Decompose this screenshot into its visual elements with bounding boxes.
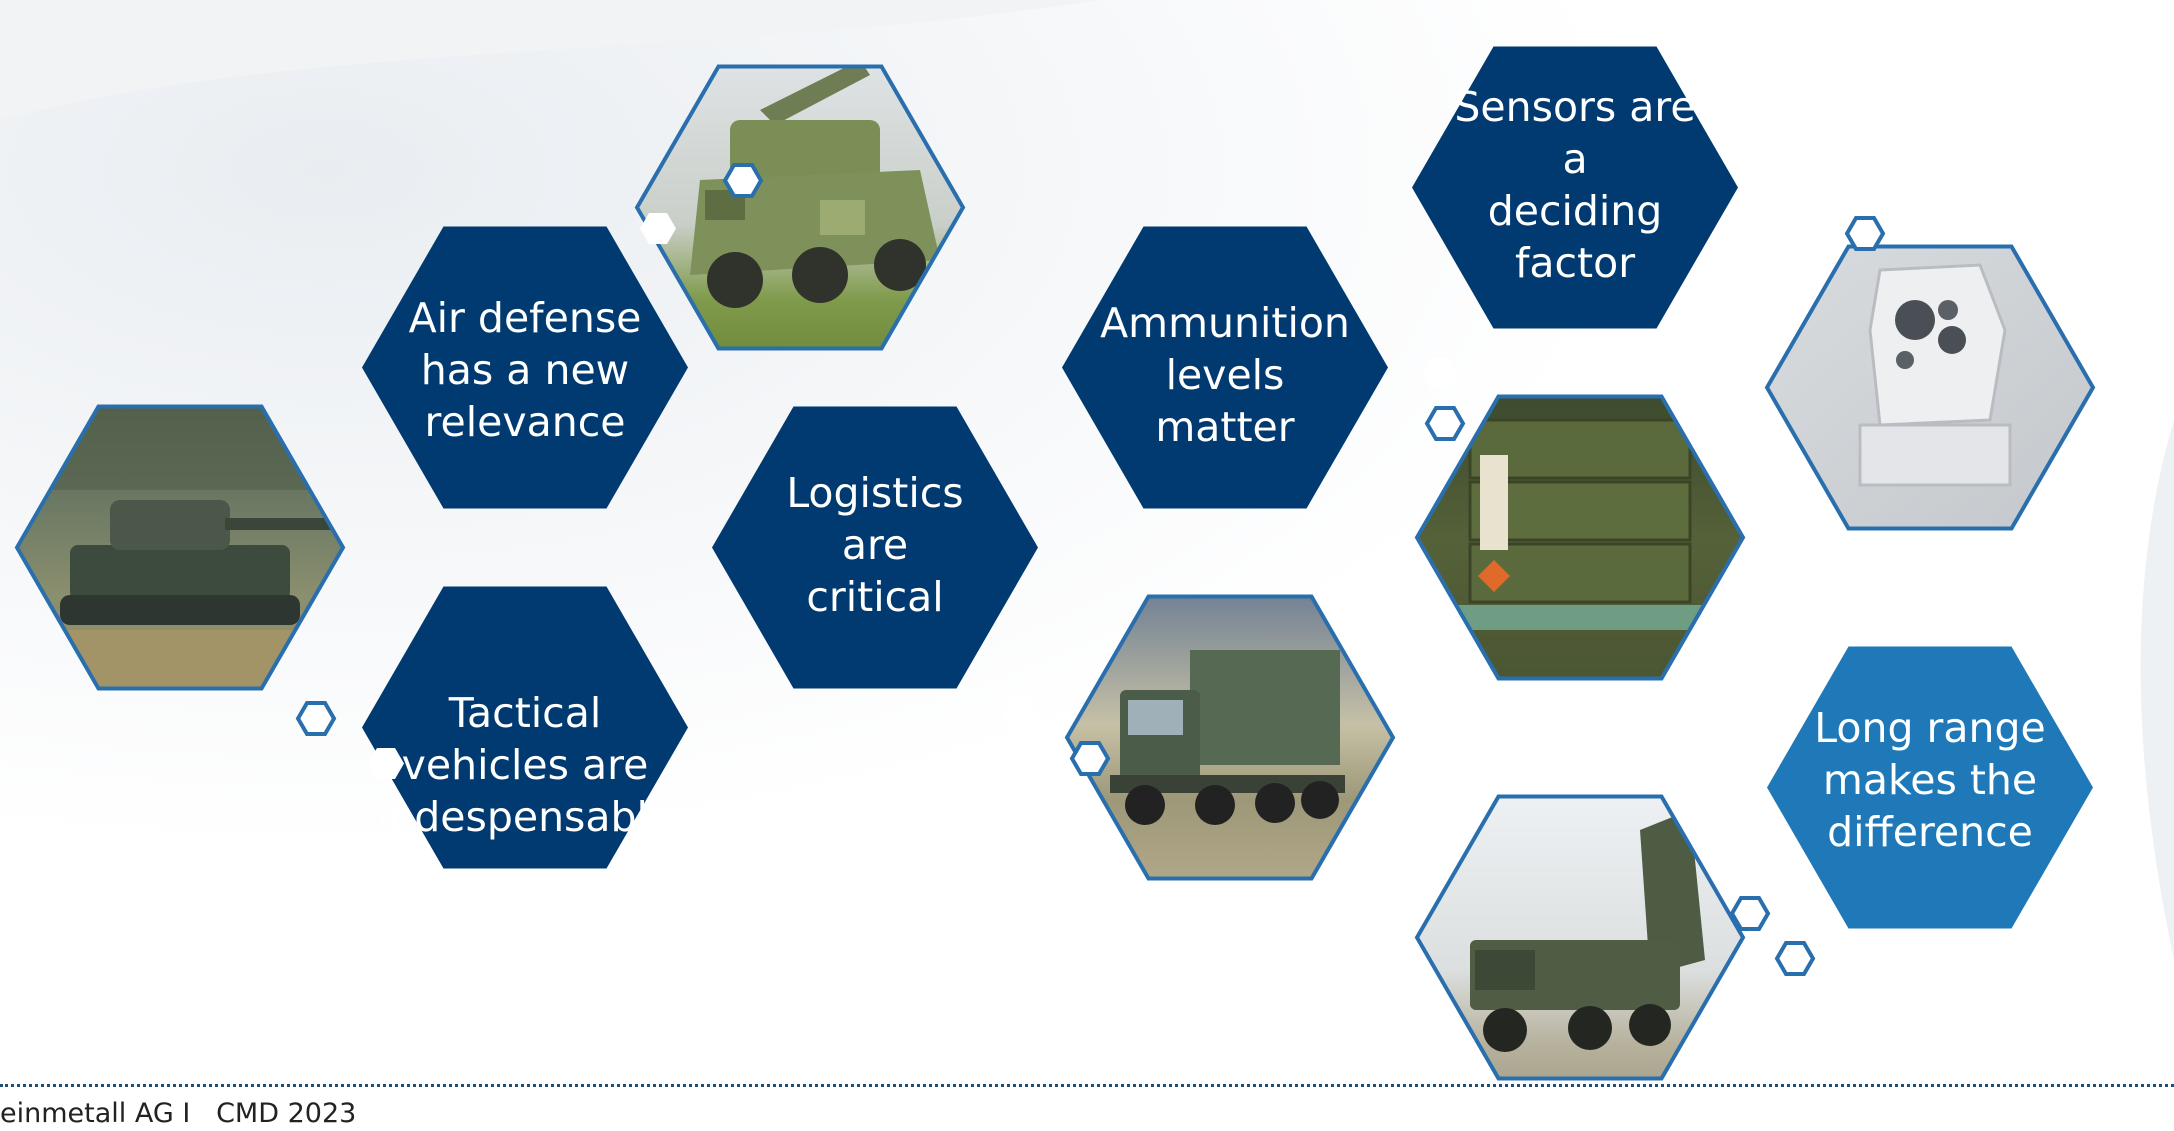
hex-badge-icon: [1729, 896, 1771, 931]
tile-logistics: [712, 406, 1038, 689]
hex-badges: [295, 163, 1886, 976]
tile-air-defense: [362, 226, 688, 509]
hex-badge-icon: [295, 701, 337, 736]
hex-badge-icon: [1424, 406, 1466, 441]
hex-badge-icon: [1069, 741, 1111, 776]
tile-ammo-crates: [1414, 394, 1746, 681]
hex-badge-icon: [722, 163, 764, 198]
tile-tactical-vehicles: [362, 586, 688, 869]
tile-rocket-launcher: [1414, 794, 1746, 1081]
hex-badge-icon: [640, 213, 676, 244]
hex-badge-icon: [1422, 358, 1458, 389]
hex-badge-icon: [1777, 173, 1813, 204]
background-swoosh-right: [2140, 420, 2174, 960]
hex-badge-icon: [368, 748, 404, 779]
footer-divider: [0, 1084, 2174, 1087]
tile-logistics-truck: [1064, 594, 1396, 881]
hex-badge-icon: [1002, 698, 1038, 729]
tile-sensor-turret: [1764, 244, 2096, 531]
tile-ammunition: [1062, 226, 1388, 509]
tile-sensors: [1412, 46, 1738, 329]
tile-air-defense-vehicle: [634, 64, 966, 351]
hex-badge-icon: [1774, 941, 1816, 976]
background-swoosh: [0, 0, 1100, 120]
footer-text: einmetall AG I CMD 2023: [0, 1098, 357, 1129]
tile-long-range: [1767, 646, 2093, 929]
hex-badge-icon: [1844, 216, 1886, 251]
